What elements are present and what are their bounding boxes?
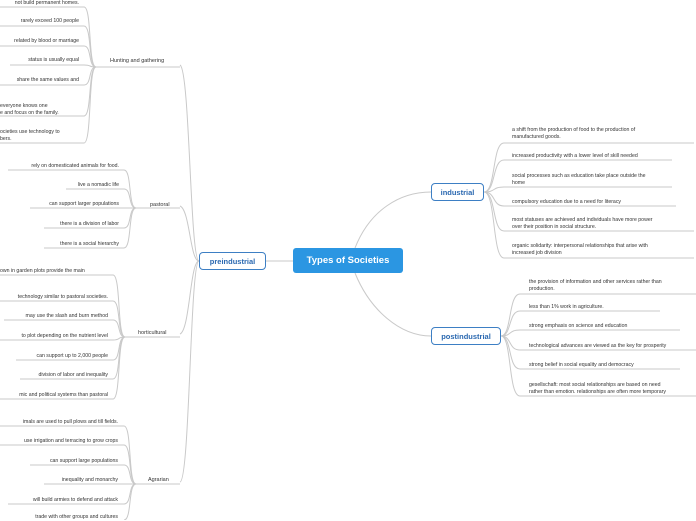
leaf-hunting-2[interactable]: rarely exceed 100 people <box>20 18 79 24</box>
leaf-agrarian-5[interactable]: will build armies to defend and attack <box>32 497 118 503</box>
leaf-postindustrial-1[interactable]: the provision of information and other s… <box>529 279 662 292</box>
topic-preindustrial[interactable]: preindustrial <box>199 252 266 270</box>
leaf-postindustrial-5[interactable]: strong belief in social equality and dem… <box>529 362 634 368</box>
leaf-hunting-7[interactable]: ocieties use technology to bers. <box>0 129 60 142</box>
leaf-postindustrial-2[interactable]: less than 1% work in agriculture. <box>529 304 604 310</box>
subtopic-hunting-gathering[interactable]: Hunting and gathering <box>110 58 165 64</box>
leaf-pastoral-1[interactable]: rely on domesticated animals for food. <box>31 163 119 169</box>
leaf-industrial-3[interactable]: social processes such as education take … <box>512 173 646 186</box>
leaf-agrarian-3[interactable]: can support large populations <box>49 458 118 464</box>
leaf-postindustrial-6[interactable]: gesellschaft: most social relationships … <box>529 382 666 395</box>
leaf-industrial-2[interactable]: increased productivity with a lower leve… <box>512 153 638 159</box>
topic-postindustrial[interactable]: postindustrial <box>431 327 501 345</box>
subtopic-agrarian[interactable]: Agrarian <box>148 477 169 483</box>
leaf-hunting-5[interactable]: share the same values and <box>16 77 79 83</box>
leaf-hunting-6[interactable]: everyone knows one e and focus on the fa… <box>0 103 59 116</box>
leaf-horticultural-5[interactable]: can support up to 2,000 people <box>36 353 108 359</box>
leaf-industrial-6[interactable]: organic solidarity: interpersonal relati… <box>512 243 648 256</box>
leaf-postindustrial-3[interactable]: strong emphasis on science and education <box>529 323 628 329</box>
leaf-horticultural-3[interactable]: may use the slash and burn method <box>25 313 108 319</box>
leaf-pastoral-3[interactable]: can support larger populations <box>49 201 119 207</box>
leaf-horticultural-2[interactable]: technology similar to pastoral societies… <box>17 294 108 300</box>
leaf-postindustrial-4[interactable]: technological advances are viewed as the… <box>529 343 667 349</box>
leaf-pastoral-4[interactable]: there is a division of labor <box>60 221 119 227</box>
leaf-horticultural-4[interactable]: to plot depending on the nutrient level <box>21 333 108 339</box>
leaf-agrarian-4[interactable]: inequality and monarchy <box>61 477 118 483</box>
leaf-industrial-1[interactable]: a shift from the production of food to t… <box>512 127 636 140</box>
subtopic-horticultural[interactable]: horticultural <box>138 330 167 336</box>
leaf-agrarian-2[interactable]: use irrigation and terracing to grow cro… <box>24 438 118 444</box>
leaf-horticultural-6[interactable]: division of labor and inequality <box>38 372 109 378</box>
leaf-industrial-4[interactable]: compulsory education due to a need for l… <box>512 199 622 205</box>
leaf-hunting-3[interactable]: related by blood or marriage <box>14 38 79 44</box>
leaf-agrarian-1[interactable]: imals are used to pull plows and till fi… <box>22 419 118 425</box>
leaf-hunting-1[interactable]: not build permanent homes. <box>14 0 79 6</box>
leaf-agrarian-6[interactable]: trade with other groups and cultures <box>35 514 118 520</box>
subtopic-pastoral[interactable]: pastoral <box>150 202 170 208</box>
leaf-pastoral-2[interactable]: live a nomadic life <box>77 182 119 188</box>
central-topic[interactable]: Types of Societies <box>293 248 403 273</box>
leaf-hunting-4[interactable]: status is usually equal <box>28 57 79 63</box>
leaf-industrial-5[interactable]: most statuses are achieved and individua… <box>512 217 653 230</box>
topic-industrial[interactable]: industrial <box>431 183 484 201</box>
leaf-horticultural-1[interactable]: own in garden plots provide the main <box>0 268 85 274</box>
leaf-pastoral-5[interactable]: there is a social hierarchy <box>60 241 119 247</box>
leaf-horticultural-7[interactable]: mic and political systems than pastoral <box>19 392 108 398</box>
